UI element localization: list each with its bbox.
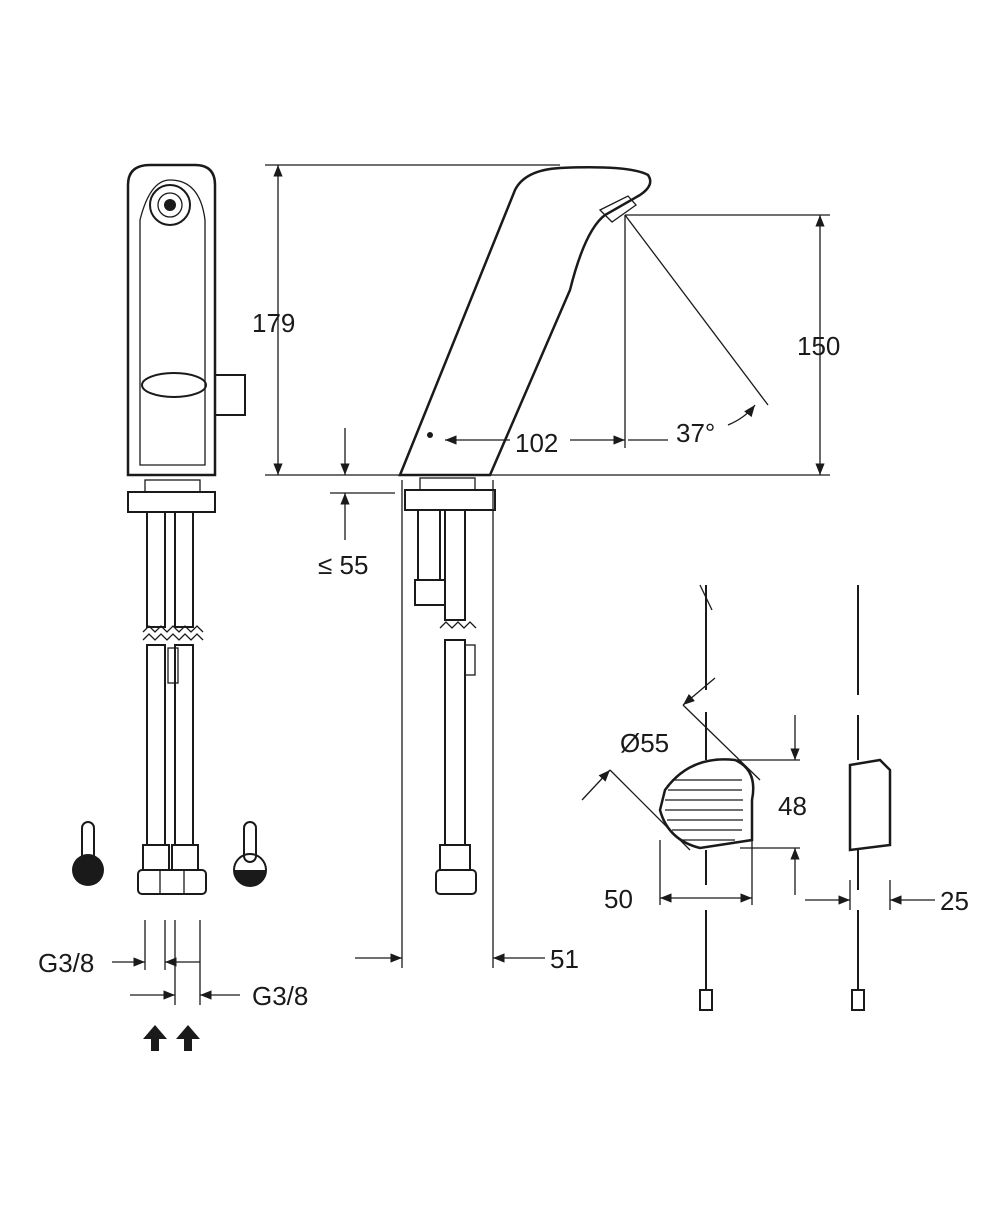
control-box-side [805, 585, 935, 1011]
base-diameter-label: 51 [550, 944, 579, 974]
control-box-front [581, 584, 800, 1011]
connection-dimensions [112, 920, 240, 1005]
side-button [214, 374, 246, 416]
height-total-label: 179 [252, 308, 295, 338]
side-view [265, 164, 830, 968]
logo-plate [141, 372, 207, 398]
spout-height-label: 150 [797, 331, 840, 361]
spout-reach-label: 102 [515, 428, 558, 458]
box-width-label: 50 [604, 884, 633, 914]
box-height-label: 48 [778, 791, 807, 821]
box-diameter-label: Ø55 [620, 728, 669, 758]
spray-angle-label: 37° [676, 418, 715, 448]
hot-thermometer-icon [72, 821, 104, 886]
front-view [126, 163, 246, 895]
connection-right-label: G3/8 [252, 981, 308, 1011]
water-inlet-arrow-icon [143, 1025, 200, 1051]
box-depth-label: 25 [940, 886, 969, 916]
connection-left-label: G3/8 [38, 948, 94, 978]
cold-thermometer-icon [233, 821, 267, 887]
sensor-icon [149, 184, 191, 226]
deck-thickness-label: ≤ 55 [318, 550, 368, 580]
